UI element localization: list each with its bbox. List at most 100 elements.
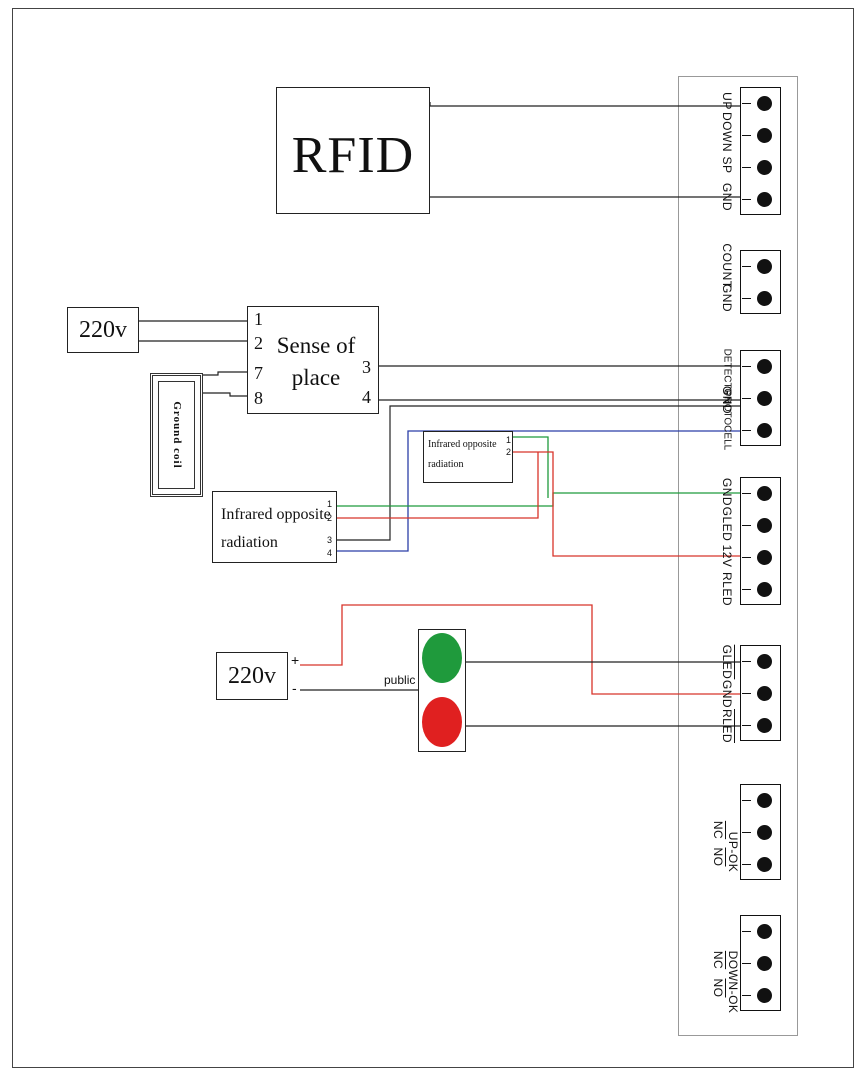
rfid-label: RFID: [291, 127, 415, 184]
terminal-pin-mark: [742, 725, 751, 727]
terminal-pin-mark: [742, 661, 751, 663]
wire-rfid-up: [429, 102, 740, 107]
terminal-label: NC: [711, 820, 725, 840]
terminal-label: GND: [720, 283, 734, 313]
terminal-pin-mark: [742, 493, 751, 495]
terminal-screw: [757, 654, 772, 669]
ir-small-pin-2: 2: [506, 447, 512, 457]
ir-big-pin-1: 1: [327, 499, 333, 509]
terminal-pin-mark: [742, 103, 751, 105]
terminal-pin-mark: [742, 298, 751, 300]
sense-pin-2: 2: [254, 333, 263, 353]
ir-small-pin-1: 1: [506, 435, 512, 445]
sense-pin-8: 8: [254, 388, 263, 408]
power-220v-bottom: 220v: [216, 652, 288, 700]
terminal-label: DOWN-OK: [726, 950, 740, 1014]
ir-big-pin-3: 3: [327, 535, 333, 545]
terminal-pin-mark: [742, 963, 751, 965]
terminal-screw: [757, 359, 772, 374]
traffic-light-box: [418, 629, 466, 752]
terminal-screw: [757, 582, 772, 597]
terminal-pin-mark: [742, 832, 751, 834]
terminal-pin-mark: [742, 557, 751, 559]
ir-small-line1: Infrared opposite: [428, 439, 497, 450]
terminal-screw: [757, 192, 772, 207]
terminal-label: SP: [720, 156, 734, 174]
power-220v-top: 220v: [67, 307, 139, 353]
terminal-pin-mark: [742, 135, 751, 137]
terminal-pin-mark: [742, 800, 751, 802]
minus-sign: -: [292, 680, 297, 696]
wire-coil-7: [203, 371, 248, 376]
ir-small-box: Infrared opposite radiation 1 2: [423, 431, 513, 483]
ir-big-box: Infrared opposite radiation 1 2 3 4: [212, 491, 337, 563]
wire-220b-plus: [300, 604, 740, 695]
traffic-light-green: [422, 633, 462, 683]
sense-pin-7: 7: [254, 363, 263, 383]
terminal-screw: [757, 391, 772, 406]
sense-pin-3: 3: [362, 357, 371, 377]
wire-irs-2b: [538, 451, 740, 557]
terminal-screw: [757, 423, 772, 438]
terminal-label: NO: [711, 978, 725, 998]
terminal-screw: [757, 550, 772, 565]
terminal-pin-mark: [742, 167, 751, 169]
ir-big-pin-2: 2: [327, 513, 333, 523]
terminal-label: NC: [711, 950, 725, 970]
ir-big-line1: Infrared opposite: [221, 506, 331, 523]
ground-coil-inner: [158, 381, 195, 489]
terminal-label: NO: [711, 847, 725, 867]
terminal-screw: [757, 825, 772, 840]
terminal-screw: [757, 128, 772, 143]
terminal-pin-mark: [742, 864, 751, 866]
terminal-screw: [757, 486, 772, 501]
wire-ir-2: [336, 452, 539, 519]
terminal-label: 12V: [720, 544, 734, 568]
wire-ir-3: [336, 405, 740, 541]
terminal-screw: [757, 291, 772, 306]
terminal-screw: [757, 924, 772, 939]
terminal-label: UP-OK: [726, 831, 740, 873]
terminal-label: DOWN: [720, 112, 734, 152]
sense-pin-4: 4: [362, 387, 371, 407]
ir-big-line2: radiation: [221, 534, 278, 551]
terminal-pin-mark: [742, 589, 751, 591]
terminal-screw: [757, 96, 772, 111]
ir-small-line2: radiation: [428, 459, 464, 470]
wire-ir-4: [336, 430, 740, 552]
wire-coil-8: [203, 392, 248, 397]
terminal-label: RLED: [720, 708, 734, 744]
terminal-pin-mark: [742, 266, 751, 268]
sense-pin-1: 1: [254, 309, 263, 329]
terminal-label: GLED: [720, 644, 734, 680]
terminal-screw: [757, 793, 772, 808]
terminal-screw: [757, 259, 772, 274]
terminal-pin-mark: [742, 430, 751, 432]
terminal-pin-mark: [742, 995, 751, 997]
diagram-frame: [12, 8, 854, 1068]
terminal-label: UP: [720, 92, 734, 110]
rfid-box: RFID: [276, 87, 430, 214]
sense-title-line1: Sense of: [276, 333, 356, 358]
ground-coil-box: [150, 373, 203, 497]
terminal-pin-mark: [742, 398, 751, 400]
traffic-light-red: [422, 697, 462, 747]
sense-of-place-box: Sense of place 1 2 7 8 3 4: [247, 306, 379, 414]
sense-title-line2: place: [291, 365, 341, 390]
terminal-screw: [757, 686, 772, 701]
terminal-label: PHOTOCELL: [721, 389, 733, 451]
terminal-label: GLED: [720, 506, 734, 542]
terminal-pin-mark: [742, 199, 751, 201]
public-label: public: [384, 673, 416, 687]
terminal-label: COUNT: [720, 243, 734, 289]
terminal-label: GND: [720, 477, 734, 507]
terminal-screw: [757, 988, 772, 1003]
wire-irs-1: [512, 436, 549, 498]
ground-coil-label: Ground coil: [171, 401, 183, 469]
terminal-screw: [757, 718, 772, 733]
terminal-screw: [757, 857, 772, 872]
terminal-label: GND: [720, 679, 734, 709]
terminal-pin-mark: [742, 366, 751, 368]
terminal-pin-mark: [742, 931, 751, 933]
terminal-pin-mark: [742, 693, 751, 695]
